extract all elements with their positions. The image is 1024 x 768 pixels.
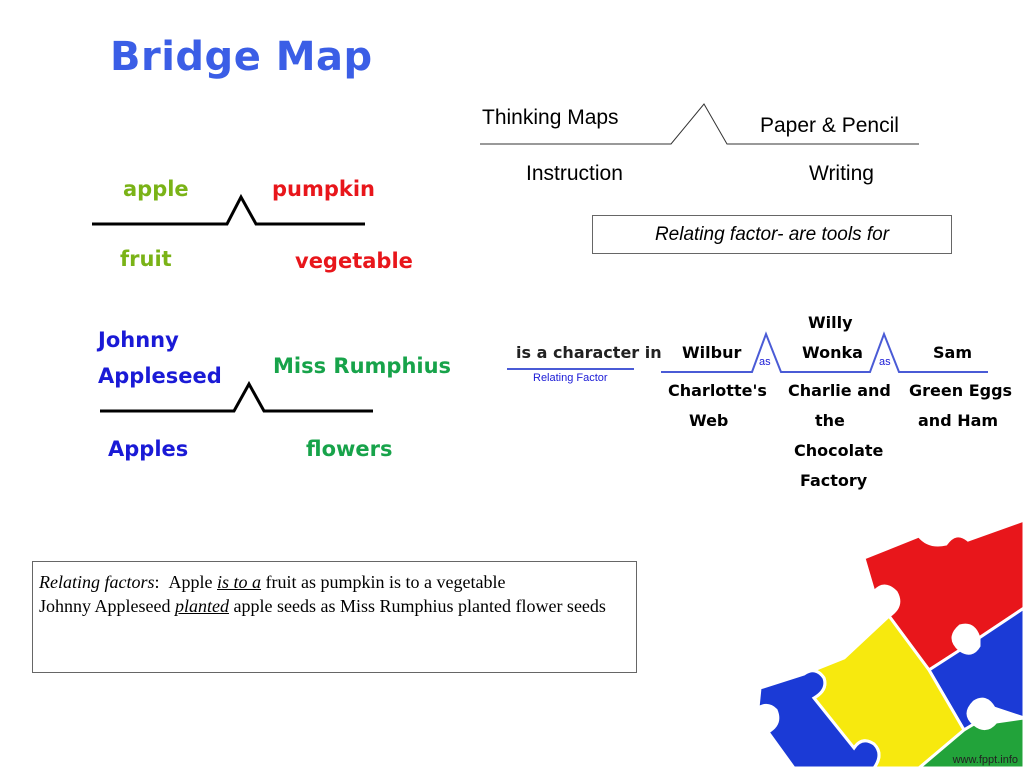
analogy-top-left-line2: Appleseed: [98, 364, 222, 388]
caption-emphasis: is to a: [217, 572, 262, 592]
analogy-bottom-left: Instruction: [526, 162, 623, 185]
caption-box: Relating factors: Apple is to a fruit as…: [32, 561, 637, 673]
caption-line-1: Relating factors: Apple is to a fruit as…: [39, 572, 506, 592]
pair2-bottom-line3: Chocolate: [794, 441, 884, 460]
pair2-bottom-line1: Charlie and: [788, 381, 891, 400]
analogy-bottom-right: vegetable: [295, 249, 413, 273]
relating-factor-text: Relating factor- are tools for: [654, 224, 890, 245]
pair1-bottom-line1: Charlotte's: [668, 381, 767, 400]
pair2-top-line2: Wonka: [802, 343, 863, 362]
as-label-2: as: [879, 356, 891, 368]
analogy-top-right: Miss Rumphius: [273, 354, 452, 378]
analogy-bottom-right: Writing: [809, 162, 874, 185]
analogy-top-left: apple: [123, 177, 189, 201]
pair2-bottom-line4: Factory: [800, 471, 868, 490]
pair2-top-line1: Willy: [808, 313, 853, 332]
relating-factor-label: Relating Factor: [533, 372, 608, 384]
page-title: Bridge Map: [110, 34, 373, 80]
pair2-bottom-line2: the: [815, 411, 845, 430]
as-label-1: as: [759, 356, 771, 368]
pair3-top: Sam: [933, 343, 972, 362]
pair1-bottom-line2: Web: [689, 411, 729, 430]
pair1-top: Wilbur: [682, 343, 742, 362]
analogy-bottom-left: Apples: [108, 437, 189, 461]
relating-factor-box: Relating factor- are tools for: [592, 215, 952, 254]
caption-emphasis: planted: [174, 596, 229, 616]
analogy-top-left-line1: Johnny: [98, 328, 179, 352]
analogy-bottom-left: fruit: [120, 247, 172, 271]
puzzle-pieces-image: [756, 518, 1024, 768]
pair3-bottom-line2: and Ham: [918, 411, 999, 430]
pair3-bottom-line1: Green Eggs: [909, 381, 1013, 400]
caption-label: Relating factors: [39, 572, 155, 592]
relating-factor-text: is a character in: [516, 343, 662, 362]
analogy-bottom-right: flowers: [306, 437, 393, 461]
analogy-top-right: pumpkin: [272, 177, 376, 201]
analogy-top-left: Thinking Maps: [482, 106, 619, 129]
footer-url: www.fppt.info: [952, 754, 1018, 766]
analogy-top-right: Paper & Pencil: [760, 114, 899, 137]
caption-line-2: Johnny Appleseed planted apple seeds as …: [39, 596, 606, 616]
